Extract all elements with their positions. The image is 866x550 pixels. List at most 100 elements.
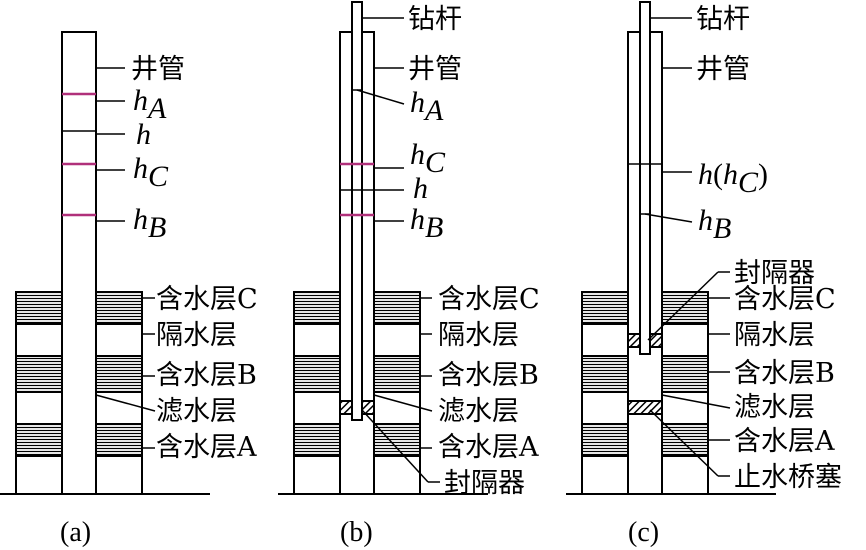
base-left [293,455,341,495]
head-symbol: h [698,204,713,237]
packer-label: 封隔器 [734,258,815,289]
panel-b: 钻杆 井管 hA hC h hB 含水层C 隔水层 含水层B 滤水层 含水层A … [278,1,540,548]
aquiclude-label: 隔水层 [156,320,237,351]
head-b-label: hB [698,204,731,245]
aquiclude-right [373,323,421,357]
aquifer-b-right [373,355,421,393]
water-stop-plug-label: 止水桥塞 [734,462,842,493]
head-symbol: h [410,138,425,171]
head-subscript: A [146,92,167,125]
head-mixed-label: h [413,172,428,205]
aquifer-a-right [373,423,421,457]
leader [661,394,731,409]
head-b-label: hB [133,203,166,244]
aquifer-b-label: 含水层B [156,360,257,391]
leader [649,409,719,477]
aquifer-a-left [293,423,341,457]
leader [95,394,156,412]
base-right [95,455,143,495]
head-b-label: hB [410,203,443,244]
aquiclude-right [95,323,143,357]
head-mixed-label: h [136,118,151,151]
aquifer-a-right [95,423,143,457]
head-subscript: C [148,160,169,193]
aquiclude-left [15,323,63,357]
caption-a: (a) [60,517,91,548]
head-c-label: hC [133,152,169,193]
aquifer-b-left [581,355,629,393]
paren-close: ) [758,158,768,191]
head-symbol: h [698,158,713,191]
aquifer-b-left [293,355,341,393]
drill-rod [351,1,363,421]
aquiclude-right [661,323,709,357]
leader [373,394,433,412]
aquifer-a-left [581,423,629,457]
aquifer-a-label: 含水层A [438,432,539,463]
aquifer-b-right [95,355,143,393]
head-a-label: hA [410,86,444,127]
head-symbol: h [410,203,425,236]
leader [647,271,719,341]
aquifer-c-left [293,291,341,325]
head-symbol: h [410,86,425,119]
aquifer-c-right [373,291,421,325]
aquifer-a-label: 含水层A [156,432,257,463]
head-subscript: B [148,211,166,244]
aquifer-b-left [15,355,63,393]
head-subscript: C [425,146,446,179]
filter-layer-label: 滤水层 [156,396,237,427]
aquifer-a-label: 含水层A [734,426,835,457]
aquifer-c-label: 含水层C [734,284,836,315]
caption-b: (b) [340,517,373,548]
head-a-label: hA [133,84,167,125]
aquiclude-label: 隔水层 [734,320,815,351]
well-pipe-label: 井管 [131,54,185,85]
aquiclude-left [581,323,629,357]
filter-left [15,391,63,425]
aquifer-c-label: 含水层C [156,284,258,315]
drill-rod-label: 钻杆 [408,4,462,35]
filter-layer-label: 滤水层 [438,396,519,427]
well-pipe-label: 井管 [408,54,462,85]
head-mixed-c-label: h(hC) [698,158,768,199]
aquifer-c-left [15,291,63,325]
filter-left [293,391,341,425]
paren-open: ( [713,158,723,191]
head-symbol: h [723,158,738,191]
base-left [581,455,629,495]
caption-c: (c) [628,517,659,548]
head-symbol: h [133,84,148,117]
filter-layer-label: 滤水层 [734,392,815,423]
leader [361,409,429,483]
base-right [373,455,421,495]
aquifer-c-label: 含水层C [438,284,540,315]
aquifer-a-left [15,423,63,457]
drill-rod [639,1,651,355]
leader [644,213,693,223]
head-symbol: h [133,203,148,236]
filter-left [581,391,629,425]
aquifer-c-right [95,291,143,325]
head-subscript: B [713,212,731,245]
well-pipe [61,31,97,495]
head-subscript: A [423,94,444,127]
well-pipe-label: 井管 [696,54,750,85]
aquifer-b-right [661,355,709,393]
leader [356,89,405,105]
water-stop-plug [627,400,663,415]
head-subscript: B [425,211,443,244]
head-subscript: C [738,166,759,199]
panel-c: 钻杆 井管 h(hC) hB 封隔器 含水层C 隔水层 含水层B 滤水层 含水层… [566,1,842,548]
aquiclude-left [293,323,341,357]
head-symbol: h [133,152,148,185]
aquifer-c-left [581,291,629,325]
panel-a: 井管 hA h hC hB 含水层C 隔水层 含水层B 滤水层 含水层A (a) [0,31,258,548]
drill-rod-label: 钻杆 [696,4,750,35]
head-c-label: hC [410,138,446,179]
base-left [15,455,63,495]
aquifer-b-label: 含水层B [438,360,539,391]
aquiclude-label: 隔水层 [438,320,519,351]
base-right [661,455,709,495]
